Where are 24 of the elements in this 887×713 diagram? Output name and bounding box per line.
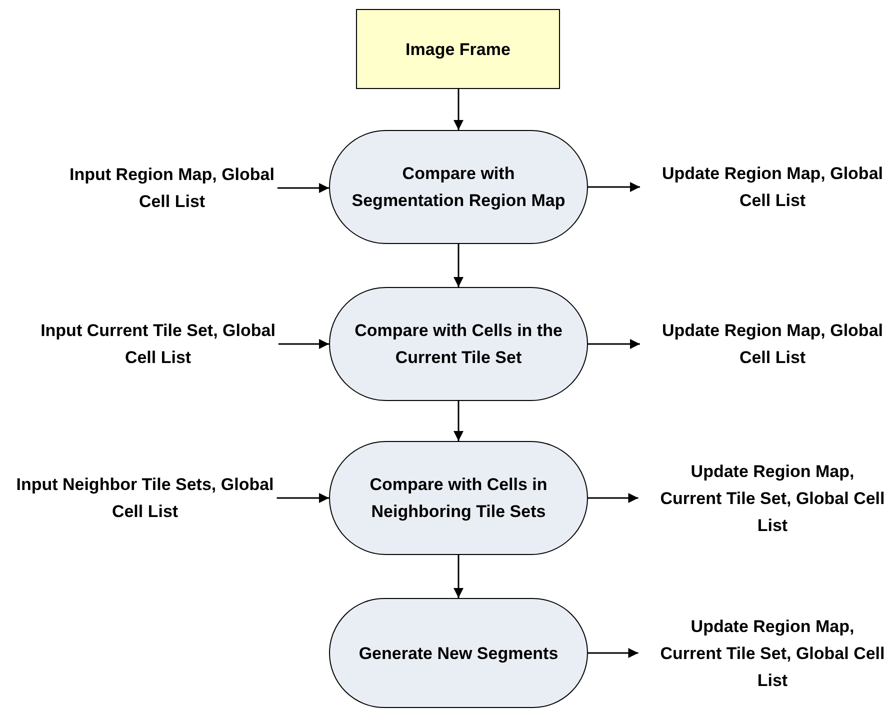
node-text: Generate New Segments xyxy=(358,642,560,665)
node-text: Compare with Segmentation Region Map xyxy=(350,163,566,212)
arrow xyxy=(454,89,464,130)
flow-label: Update Region Map, Current Tile Set, Global Cell List xyxy=(660,458,885,538)
flow-label: Update Region Map, Current Tile Set, Global Cell List xyxy=(660,612,885,694)
arrow xyxy=(588,339,640,349)
flow-label: Update Region Map, Global Cell List xyxy=(660,317,885,371)
flow-label: Input Neighbor Tile Sets, Global Cell List xyxy=(4,471,286,525)
arrow xyxy=(276,493,329,503)
flow-label: Input Region Map, Global Cell List xyxy=(60,161,284,215)
flow-label: Input Current Tile Set, Global Cell List xyxy=(30,317,286,371)
process-box xyxy=(356,9,560,89)
node-text: Image Frame xyxy=(404,38,512,61)
arrow xyxy=(588,493,638,503)
node-text: Compare with Cells in the Current Tile Set xyxy=(354,320,564,369)
flow-label: Update Region Map, Global Cell List xyxy=(660,160,885,214)
arrow xyxy=(454,555,464,598)
arrow xyxy=(588,182,640,192)
arrow xyxy=(277,183,329,193)
arrow xyxy=(278,339,329,349)
arrow xyxy=(588,648,638,658)
node-text: Compare with Cells in Neighboring Tile Sets xyxy=(368,474,548,523)
arrow xyxy=(454,401,464,441)
arrow xyxy=(454,244,464,287)
